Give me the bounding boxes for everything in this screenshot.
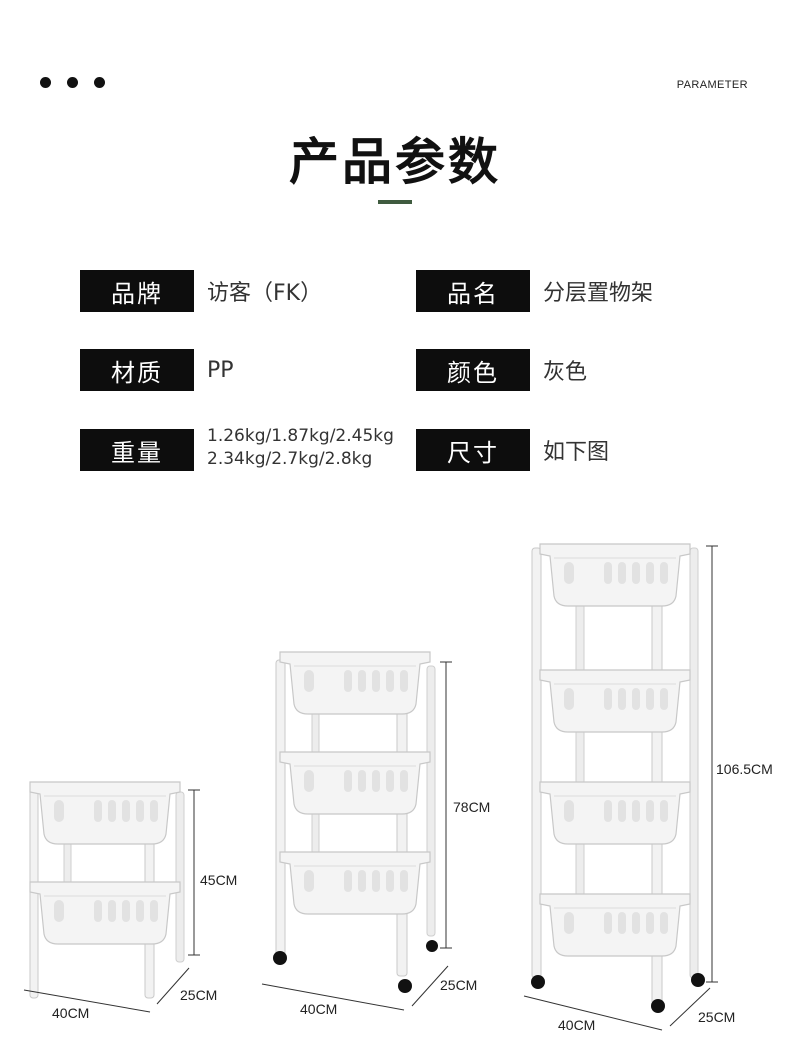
page-title: 产品参数 [289,133,501,191]
spec-product-name: 品名 分层置物架 [416,270,653,312]
spec-label: 重量 [80,429,194,471]
spec-size: 尺寸 如下图 [416,429,609,471]
spec-label: 尺寸 [416,429,530,471]
spec-value: 访客（FK） [207,281,323,306]
dim-medium-height: 78CM [453,799,490,815]
dim-small-height: 45CM [200,872,237,888]
title-accent-bar [378,200,412,204]
spec-value: 如下图 [543,440,610,465]
spec-label: 品牌 [80,270,194,312]
dim-small-width: 40CM [52,1005,89,1021]
spec-label: 材质 [80,349,194,391]
spec-value-line-2: 2.34kg/2.7kg/2.8kg [207,449,373,469]
spec-value: 1.26kg/1.87kg/2.45kg 2.34kg/2.7kg/2.8kg [207,425,394,471]
spec-weight: 重量 1.26kg/1.87kg/2.45kg 2.34kg/2.7kg/2.8… [80,426,394,471]
dim-large-depth: 25CM [698,1009,735,1025]
dims-large [523,545,718,1031]
spec-value: 灰色 [543,360,588,385]
spec-material: 材质 PP [80,349,234,391]
rack-medium [273,651,438,993]
dim-medium-depth: 25CM [440,977,477,993]
dims-medium [261,661,452,1011]
dim-large-height: 106.5CM [716,761,773,777]
rack-illustrations: 45CM 40CM 25CM 78CM 40CM 25CM 106.5CM 40… [23,543,773,1033]
rack-small [29,781,185,999]
rack-large [531,543,705,1013]
dim-medium-width: 40CM [300,1001,337,1017]
spec-value-line-1: 1.26kg/1.87kg/2.45kg [207,426,394,446]
decorative-dots [40,77,105,88]
spec-label: 品名 [416,270,530,312]
spec-label: 颜色 [416,349,530,391]
spec-brand: 品牌 访客（FK） [80,270,322,312]
dim-large-width: 40CM [558,1017,595,1033]
parameter-label: PARAMETER [676,79,748,91]
spec-value: PP [207,357,234,383]
dims-small [23,789,200,1013]
dim-small-depth: 25CM [180,987,217,1003]
spec-color: 颜色 灰色 [416,349,587,391]
spec-value: 分层置物架 [543,281,654,306]
